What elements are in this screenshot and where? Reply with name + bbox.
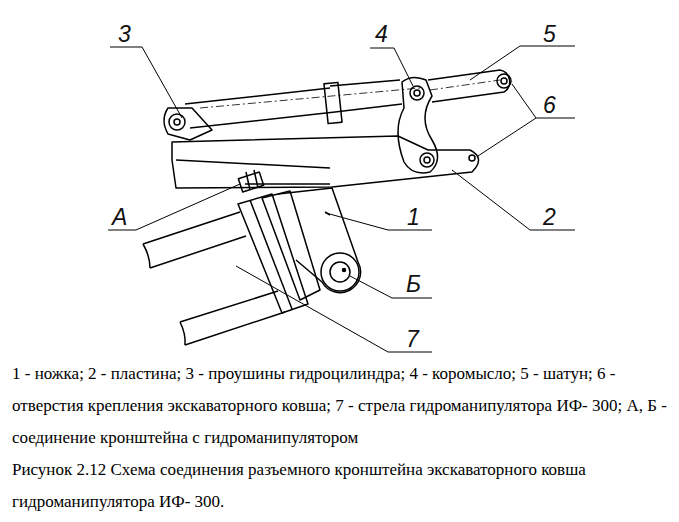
callout-label: А: [112, 205, 127, 229]
legend-note: 1 - ножка; 2 - пластина; 3 - проушины ги…: [12, 358, 672, 454]
bracket-illustration: [0, 0, 679, 360]
figure-caption: Рисунок 2.12 Схема соединения разъемного…: [12, 454, 672, 518]
callout-label: 7: [406, 327, 419, 351]
callout-label: Б: [406, 272, 421, 296]
rocker: [398, 77, 438, 172]
callout-label: 4: [375, 22, 388, 46]
callout-label: 1: [407, 205, 420, 229]
callout-label: 6: [543, 93, 556, 117]
leader-lines: [108, 46, 575, 352]
cylinder-eye: [164, 108, 212, 140]
boom: [143, 212, 285, 345]
callout-label: 5: [543, 22, 556, 46]
callout-label: 3: [118, 22, 131, 46]
link: [428, 70, 510, 102]
bolt: [238, 172, 263, 192]
plate: [172, 136, 479, 188]
callout-label: 2: [543, 205, 556, 229]
hydraulic-cylinder: [185, 80, 420, 128]
leg: [278, 188, 361, 293]
